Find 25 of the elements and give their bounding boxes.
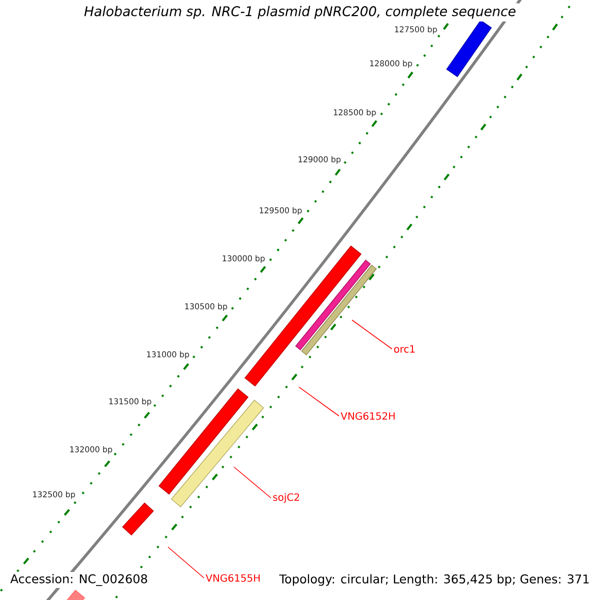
accession-text: Accession: NC_002608: [8, 572, 150, 588]
tick-label: 129000 bp: [298, 156, 341, 164]
gene-label: VNG6152H: [340, 412, 395, 420]
gene-bar: [446, 20, 492, 78]
topology-text: Topology: circular; Length: 365,425 bp; Genes: 371: [277, 572, 592, 588]
leader-line: [352, 320, 392, 350]
gene-label: sojC2: [273, 493, 300, 503]
title: Halobacterium sp. NRC-1 plasmid pNRC200, complete sequence: [81, 3, 519, 22]
tick-label: 130000 bp: [222, 255, 265, 263]
tick-label: 131500 bp: [109, 398, 152, 406]
tick-label: 132000 bp: [70, 446, 112, 454]
gene-bar: [301, 264, 377, 356]
tick-label: 128500 bp: [334, 109, 376, 117]
tick-label: 127500 bp: [395, 26, 437, 34]
tick-label: 130500 bp: [185, 303, 228, 311]
tick-label: 128000 bp: [370, 60, 412, 68]
tick-label: 129500 bp: [260, 207, 302, 215]
gene-label: orc1: [394, 345, 415, 353]
gene-label: VNG6155H: [206, 574, 260, 582]
leader-line: [298, 386, 340, 416]
tick-label: 131000 bp: [147, 351, 190, 359]
leader-line: [168, 546, 204, 578]
tick-label: 132500 bp: [33, 491, 76, 499]
leader-line: [234, 466, 272, 498]
gene-bar: [295, 260, 371, 350]
